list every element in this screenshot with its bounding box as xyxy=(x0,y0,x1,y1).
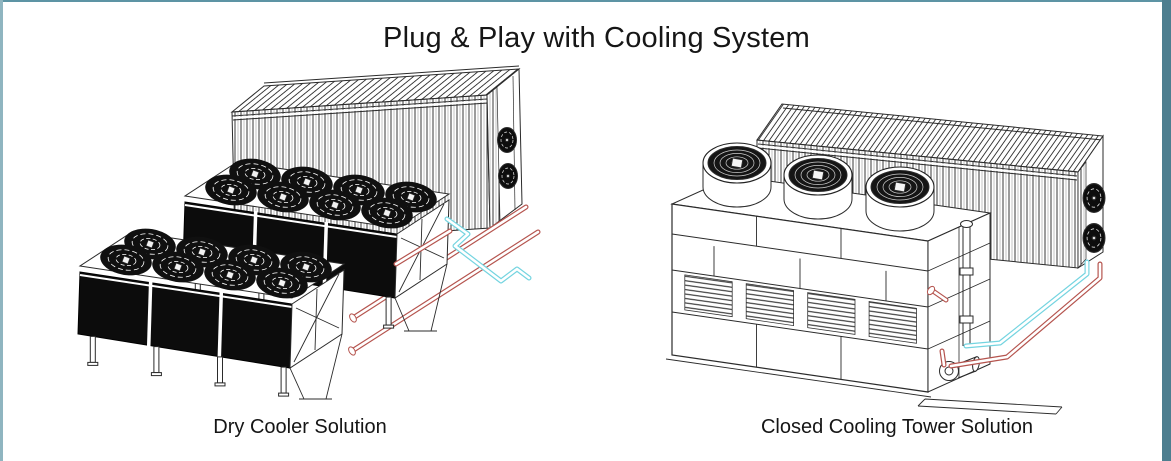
dry-cooler-unit-front xyxy=(77,224,346,400)
tower-base-skid xyxy=(917,398,1063,415)
left-border-line xyxy=(0,0,3,461)
caption-closed-cooling-tower: Closed Cooling Tower Solution xyxy=(760,416,1033,438)
cooling-tower-drawing xyxy=(665,142,1063,415)
caption-dry-cooler: Dry Cooler Solution xyxy=(213,416,387,438)
closed-cooling-tower-illustration xyxy=(665,103,1106,415)
pipes-right xyxy=(926,259,1103,369)
tower-louvers xyxy=(684,274,917,344)
right-border-bar xyxy=(1162,0,1171,461)
dry-cooler-illustration xyxy=(77,65,541,400)
tower-fans xyxy=(702,142,935,232)
page-title: Plug & Play with Cooling System xyxy=(383,22,810,54)
unit-legs-front xyxy=(87,335,290,397)
top-border-line xyxy=(0,0,1171,2)
tower-riser-pipe xyxy=(959,220,974,346)
cold-water-pipes-left xyxy=(393,216,532,284)
